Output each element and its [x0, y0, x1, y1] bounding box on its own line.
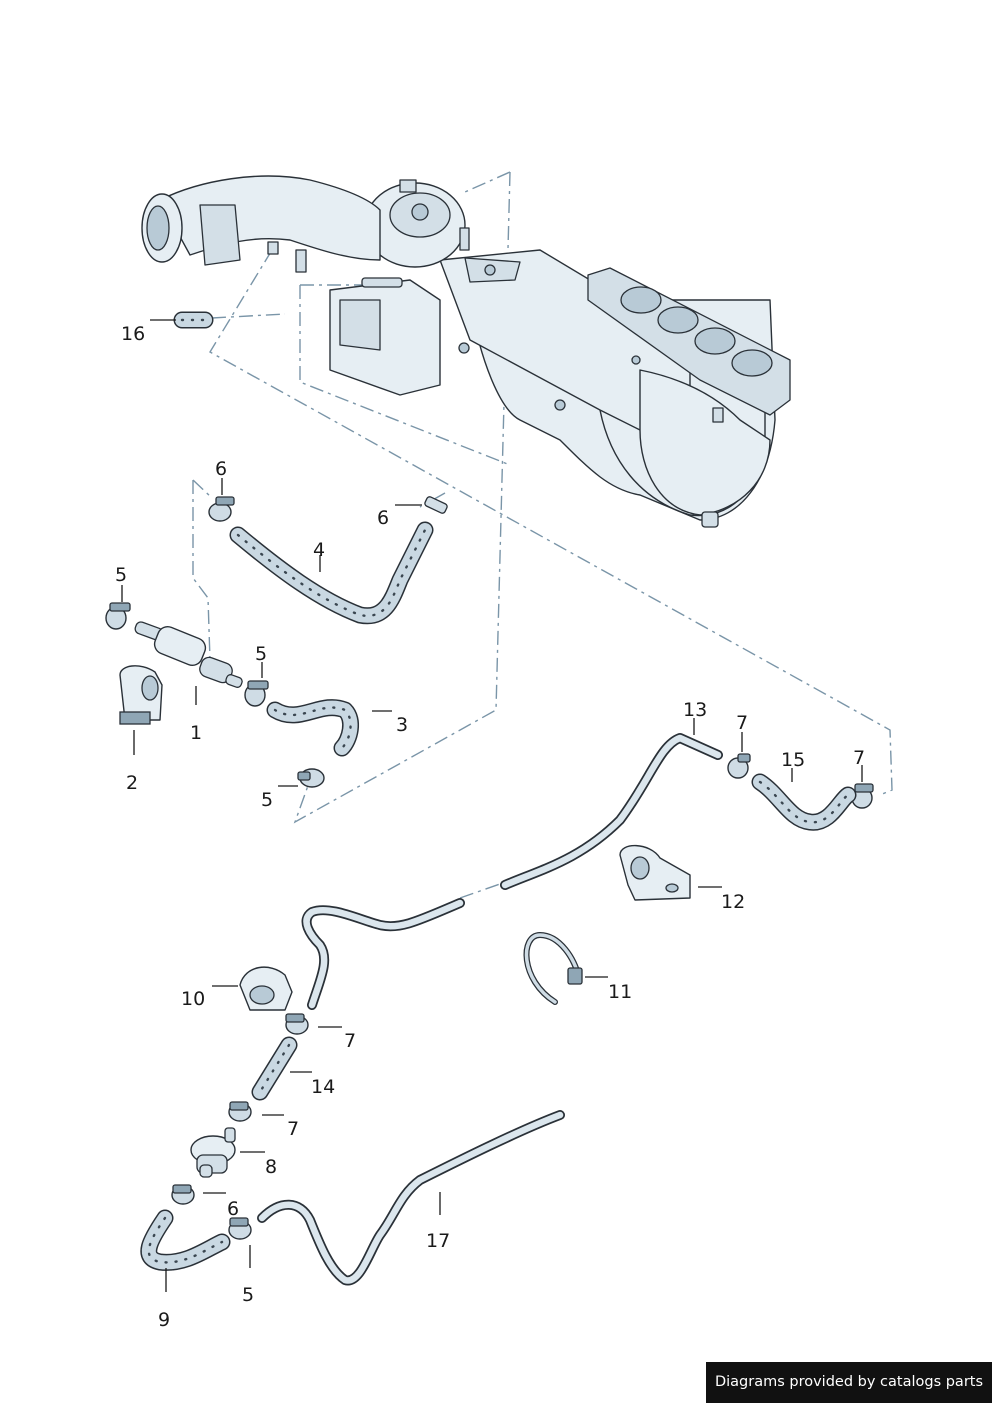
callout-3: 3 [396, 714, 408, 736]
part-1-valve [134, 621, 243, 688]
part-8-valve [190, 1127, 236, 1178]
callout-2: 2 [126, 772, 138, 794]
clamps [105, 496, 874, 1240]
part-13-pipe [500, 733, 723, 890]
callout-1: 1 [190, 722, 202, 744]
callout-5b: 5 [255, 643, 267, 665]
part-15-hose [751, 773, 857, 831]
callout-6a: 6 [215, 458, 227, 480]
callout-15: 15 [781, 749, 805, 771]
part-4-hose [229, 521, 434, 625]
callout-4: 4 [313, 539, 325, 561]
part-2-bracket [119, 665, 163, 725]
callout-5c: 5 [261, 789, 273, 811]
part-17-pipe [257, 1110, 565, 1286]
callout-17: 17 [426, 1230, 450, 1252]
callout-16: 16 [121, 323, 145, 345]
part-12-bracket [619, 844, 691, 901]
callout-14: 14 [311, 1076, 335, 1098]
part-9-hose [140, 1209, 231, 1271]
intake-manifold [141, 175, 791, 528]
callout-labels: 16 6 6 4 5 5 3 1 2 5 13 7 15 7 12 10 11 … [115, 323, 865, 1331]
callout-6b: 6 [377, 507, 389, 529]
callout-6c: 6 [227, 1198, 239, 1220]
callout-10: 10 [181, 988, 205, 1010]
lower-pipe [301, 898, 465, 1010]
callout-12: 12 [721, 891, 745, 913]
callout-7d: 7 [287, 1118, 299, 1140]
callout-9: 9 [158, 1309, 170, 1331]
part-3-hose [266, 699, 360, 757]
leader-lines [121, 319, 863, 1292]
credit-banner[interactable]: Diagrams provided by catalogs parts [706, 1362, 992, 1403]
callout-7b: 7 [853, 747, 865, 769]
callout-13: 13 [683, 699, 707, 721]
callout-8: 8 [265, 1156, 277, 1178]
callout-5a: 5 [115, 564, 127, 586]
callout-7c: 7 [344, 1030, 356, 1052]
callout-7a: 7 [736, 712, 748, 734]
callout-11: 11 [608, 981, 632, 1003]
part-14-hose [251, 1036, 298, 1101]
part-11-tie [523, 931, 583, 1005]
callout-5d: 5 [242, 1284, 254, 1306]
part-10-clip [239, 966, 293, 1011]
connection-lines [192, 171, 893, 899]
